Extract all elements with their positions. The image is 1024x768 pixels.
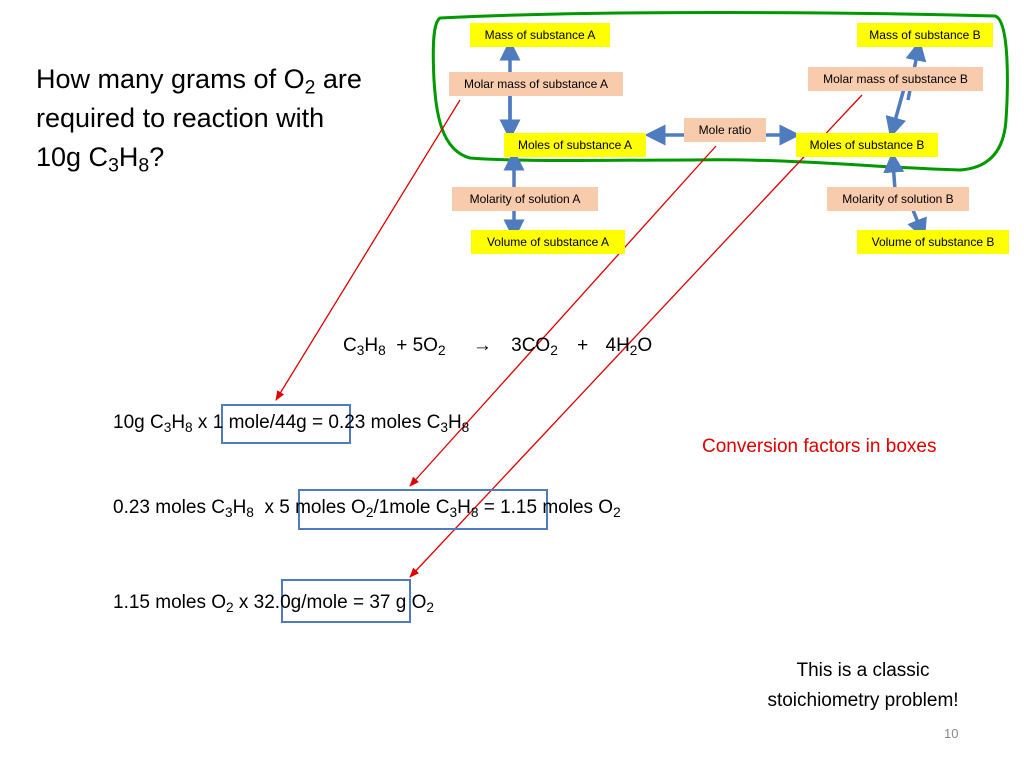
reaction-equation: C3H8 + 5O2 → 3CO2 + 4H2O	[343, 335, 653, 358]
green-highlight-outline	[431, 11, 1009, 172]
red-arrow-molar-mass-a	[275, 99, 461, 401]
conversion-factor-box-1	[221, 404, 351, 444]
conversion-factor-3: 32.0g/mole	[253, 592, 348, 613]
arrow-molarity-b-to-moles-b	[883, 151, 905, 191]
box-moles-b: Moles of substance B	[796, 133, 938, 157]
box-volume-a: Volume of substance A	[471, 230, 625, 254]
box-molar-mass-b: Molar mass of substance B	[808, 67, 983, 91]
step-1-equation: 10g C3H8 x 1 mole/44g = 0.23 moles C3H8	[113, 412, 470, 435]
box-volume-b: Volume of substance B	[857, 230, 1009, 254]
step-3-equation: 1.15 moles O2 x 32.0g/mole = 37 g O2	[113, 592, 434, 615]
page-number: 10	[944, 726, 959, 741]
question-text: How many grams of O2 are required to rea…	[36, 64, 362, 177]
conversion-factor-2: 5 moles O2/1mole C3H8	[279, 497, 479, 520]
box-mass-b: Mass of substance B	[857, 23, 993, 47]
reaction-arrow: →	[472, 335, 492, 356]
box-mass-a: Mass of substance A	[470, 23, 610, 47]
conversion-note: Conversion factors in boxes	[702, 436, 937, 457]
box-molar-mass-a: Molar mass of substance A	[449, 72, 623, 96]
conversion-factor-box-2	[298, 489, 548, 530]
step-2-equation: 0.23 moles C3H8 x 5 moles O2/1mole C3H8 …	[113, 497, 621, 520]
box-moles-a: Moles of substance A	[504, 133, 646, 157]
arrow-molar-b-to-moles-b	[885, 84, 907, 139]
box-mole-ratio: Mole ratio	[684, 118, 766, 142]
red-arrow-mole-ratio	[409, 145, 717, 487]
conversion-factor-box-3	[281, 579, 411, 623]
box-molarity-b: Molarity of solution B	[827, 187, 969, 211]
conversion-factor-1: 1 mole/44g	[212, 412, 307, 433]
red-arrow-molar-mass-b	[409, 94, 863, 578]
classic-note: This is a classic stoichiometry problem!	[767, 660, 959, 711]
box-molarity-a: Molarity of solution A	[452, 187, 598, 211]
